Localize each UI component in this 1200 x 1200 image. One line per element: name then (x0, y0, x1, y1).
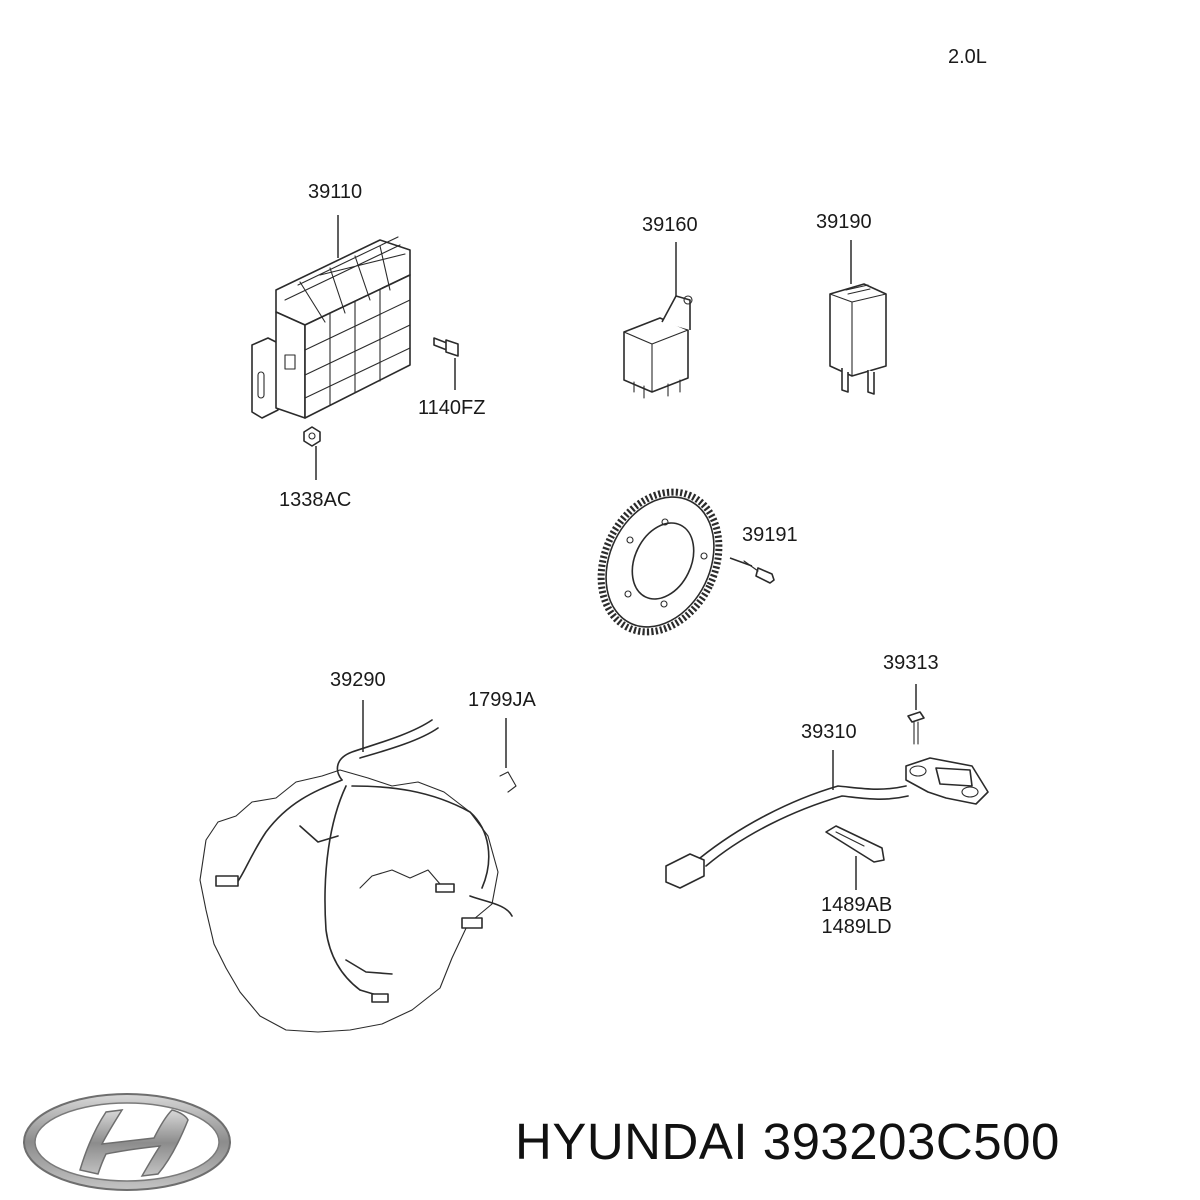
part-label-fuse-relay: 39190 (816, 211, 872, 233)
brand-name: HYUNDAI (515, 1113, 749, 1170)
part-label-bracket-group: 1489AB 1489LD (821, 894, 892, 938)
brand-part-number: 393203C500 (762, 1113, 1060, 1170)
part-label-harness-clip: 1799JA (468, 689, 536, 711)
engine-variant-label: 2.0L (948, 46, 987, 68)
bolt-drawing (433, 337, 459, 390)
part-label-relay: 39160 (642, 214, 698, 236)
relay-drawing (623, 242, 693, 399)
target-wheel-drawing (597, 488, 775, 636)
part-label-ecu-nut: 1338AC (279, 489, 352, 511)
part-label-bracket-b: 1489LD (821, 916, 892, 938)
part-label-crank-sensor: 39310 (801, 721, 857, 743)
part-label-wiring-harness: 39290 (330, 669, 386, 691)
part-label-ecu-bolt: 1140FZ (418, 397, 486, 419)
nut-drawing (303, 426, 321, 480)
part-label-ecu: 39110 (308, 181, 363, 203)
brand-caption: HYUNDAI 393203C500 (515, 1112, 1060, 1171)
brand-bar: HYUNDAI 393203C500 (0, 1090, 1200, 1200)
hyundai-logo (23, 1093, 231, 1191)
harness-drawing (199, 700, 517, 1033)
sensor-drawing (665, 684, 989, 890)
fuse-relay-drawing (829, 240, 887, 395)
part-label-target-wheel: 39191 (742, 524, 798, 546)
ecu-drawing (251, 215, 411, 419)
part-label-bracket-a: 1489AB (821, 894, 893, 916)
part-label-crank-sensor-bolt: 39313 (883, 652, 939, 674)
